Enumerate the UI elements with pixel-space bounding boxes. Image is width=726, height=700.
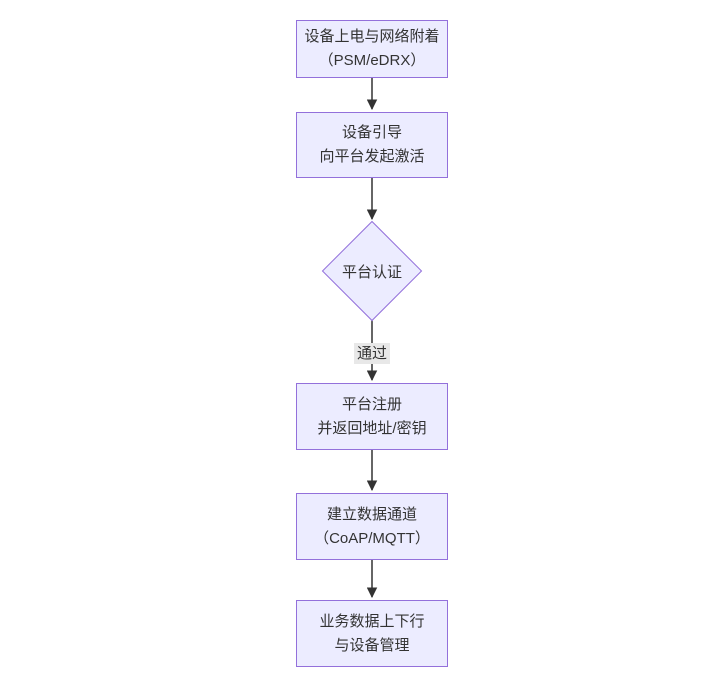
node-data-channel: 建立数据通道 （CoAP/MQTT） (296, 493, 448, 560)
node-platform-register: 平台注册 并返回地址/密钥 (296, 383, 448, 450)
node-line: 与设备管理 (334, 636, 410, 654)
node-line: 向平台发起激活 (319, 148, 425, 165)
edge-label-pass: 通过 (353, 343, 391, 364)
node-line: （CoAP/MQTT） (314, 529, 430, 547)
node-platform-auth: 平台认证 (321, 220, 423, 322)
node-line: 并返回地址/密钥 (317, 419, 427, 437)
node-line: 建立数据通道 (326, 505, 417, 523)
node-line: 设备上电与网络附着 (304, 28, 440, 45)
node-line: 设备引导 (341, 124, 402, 141)
node-line: （PSM/eDRX） (318, 52, 426, 69)
node-device-bootstrap: 设备引导 向平台发起激活 (296, 112, 448, 178)
node-power-network-attach: 设备上电与网络附着 （PSM/eDRX） (296, 20, 448, 78)
node-line: 业务数据上下行 (319, 612, 425, 630)
node-business-data: 业务数据上下行 与设备管理 (296, 600, 448, 667)
node-line: 平台注册 (341, 395, 402, 413)
node-line: 平台认证 (341, 263, 402, 281)
